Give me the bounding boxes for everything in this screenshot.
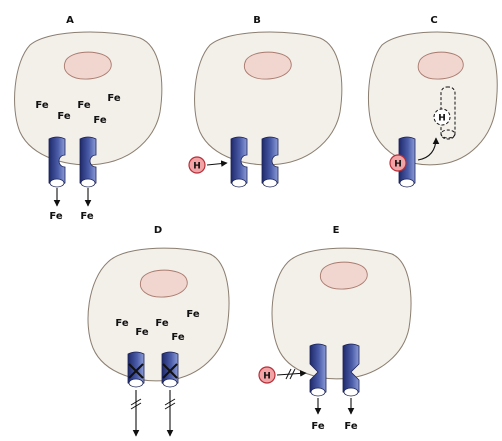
panel-b-label: B	[253, 15, 261, 26]
cell-d	[87, 247, 230, 382]
hepcidin-label: H	[394, 160, 402, 170]
fe-label: Fe	[57, 111, 70, 122]
ferroportin-channel	[48, 136, 66, 188]
fe-label: Fe	[107, 93, 120, 104]
blocked-export-arrow	[164, 390, 176, 437]
nucleus-a	[64, 51, 112, 80]
ferroportin-channel	[398, 136, 416, 188]
fe-label: Fe	[93, 115, 106, 126]
fe-exported-label: Fe	[344, 421, 357, 432]
panel-e: E H Fe Fe	[258, 225, 412, 432]
cell-c	[367, 31, 498, 166]
panel-d: D Fe Fe Fe Fe Fe	[87, 225, 230, 437]
hepcidin-molecule: H	[389, 154, 407, 172]
fe-label: Fe	[155, 318, 168, 329]
fe-label: Fe	[135, 327, 148, 338]
hepcidin-label: H	[193, 162, 201, 172]
hepcidin-molecule: H	[258, 366, 276, 384]
nucleus-b	[244, 51, 292, 80]
cell-b	[194, 31, 343, 166]
panel-b: B H	[188, 15, 343, 188]
fe-exported-label: Fe	[49, 211, 62, 222]
fe-label: Fe	[115, 318, 128, 329]
blocked-binding-arrow	[276, 368, 307, 380]
fe-label: Fe	[171, 332, 184, 343]
ferroportin-channel	[261, 136, 279, 188]
nucleus-c	[417, 51, 464, 80]
ferroportin-channel	[79, 136, 97, 188]
blocked-ferroportin-channel	[161, 351, 179, 388]
ferroportin-channel	[230, 136, 248, 188]
fe-exported-label: Fe	[311, 421, 324, 432]
hepcidin-molecule: H	[188, 156, 206, 174]
mutant-ferroportin-channel	[309, 343, 327, 397]
nucleus-d	[140, 269, 188, 298]
hepcidin-label: H	[438, 114, 446, 124]
cell-e	[271, 247, 412, 380]
fe-label: Fe	[77, 100, 90, 111]
hepcidin-binding-arrow	[206, 160, 228, 167]
fe-label: Fe	[35, 100, 48, 111]
mutant-ferroportin-channel	[342, 343, 360, 397]
blocked-export-arrow	[130, 390, 142, 437]
panel-c-label: C	[430, 15, 437, 26]
nucleus-e	[320, 261, 368, 290]
cell-a	[14, 31, 163, 166]
fe-exported-label: Fe	[80, 211, 93, 222]
fe-label: Fe	[186, 309, 199, 320]
panel-c: C H H	[367, 15, 498, 188]
panel-a-label: A	[66, 15, 74, 26]
panel-a: A Fe Fe Fe Fe Fe Fe Fe	[14, 15, 163, 222]
blocked-ferroportin-channel	[127, 351, 145, 388]
hepcidin-label: H	[263, 372, 271, 382]
panel-d-label: D	[154, 225, 162, 236]
internalized-hepcidin: H	[433, 108, 451, 126]
internalization-arrow	[417, 137, 440, 161]
panel-e-label: E	[333, 225, 340, 236]
